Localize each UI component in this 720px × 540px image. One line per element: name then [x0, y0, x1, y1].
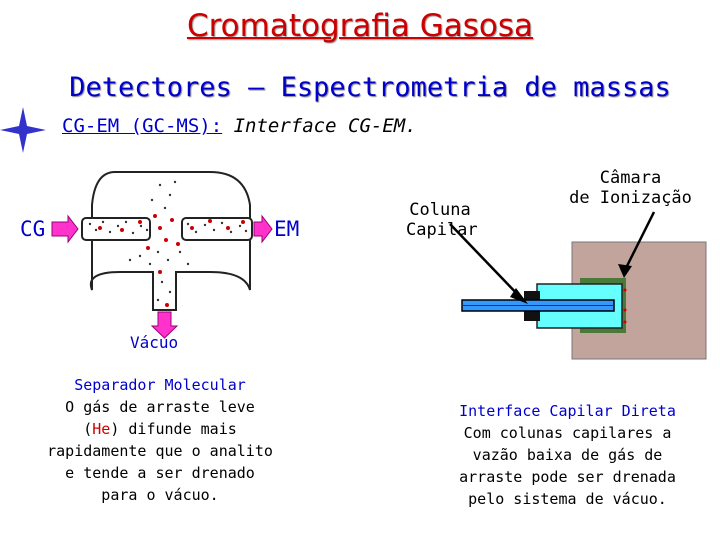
left-caption-line3: rapidamente que o analito [47, 442, 273, 460]
right-caption-line3: arraste pode ser drenada [459, 468, 676, 486]
right-caption-line4: pelo sistema de vácuo. [468, 490, 667, 508]
left-caption-line4: e tende a ser drenado [65, 464, 255, 482]
left-caption-title: Separador Molecular [74, 376, 246, 394]
left-caption: Separador Molecular O gás de arraste lev… [25, 374, 295, 506]
left-caption-line1: O gás de arraste leve [65, 398, 255, 416]
label-em: EM [274, 217, 300, 241]
outlet-nozzle [181, 217, 253, 241]
right-caption: Interface Capilar Direta Com colunas cap… [445, 400, 690, 510]
gas-particles [88, 180, 248, 302]
outlet-arrow-icon [253, 214, 273, 244]
left-caption-line2: (He) difunde mais [83, 420, 237, 438]
left-caption-line5: para o vácuo. [101, 486, 219, 504]
right-caption-line1: Com colunas capilares a [463, 424, 672, 442]
star-bullet-icon [0, 107, 46, 153]
bullet-prefix: CG-EM (GC-MS): [62, 115, 223, 137]
vessel-outline [89, 171, 251, 311]
label-vacuo: Vácuo [130, 333, 179, 352]
right-caption-title: Interface Capilar Direta [459, 402, 676, 420]
right-caption-line2: vazão baixa de gás de [472, 446, 663, 464]
inlet-nozzle [81, 217, 151, 241]
column-pointer [449, 223, 524, 301]
analyte-particles [98, 214, 245, 307]
label-coluna-capilar: Coluna Capilar [406, 200, 478, 240]
label-cg: CG [20, 217, 46, 241]
vacuum-arrow-icon [150, 311, 179, 339]
label-camara-ionizacao: Câmara de Ionização [569, 168, 692, 208]
chamber-pointer [624, 211, 656, 269]
page-title: Cromatografia Gasosa [186, 8, 534, 44]
molecular-separator-diagram [51, 171, 273, 339]
bullet-text: CG-EM (GC-MS): Interface CG-EM. [62, 115, 417, 137]
inlet-arrow-icon [51, 214, 79, 244]
capillary-interface-diagram [449, 211, 707, 360]
page-subtitle: Detectores – Espectrometria de massas [69, 72, 671, 103]
bullet-body: Interface CG-EM. [233, 115, 417, 137]
